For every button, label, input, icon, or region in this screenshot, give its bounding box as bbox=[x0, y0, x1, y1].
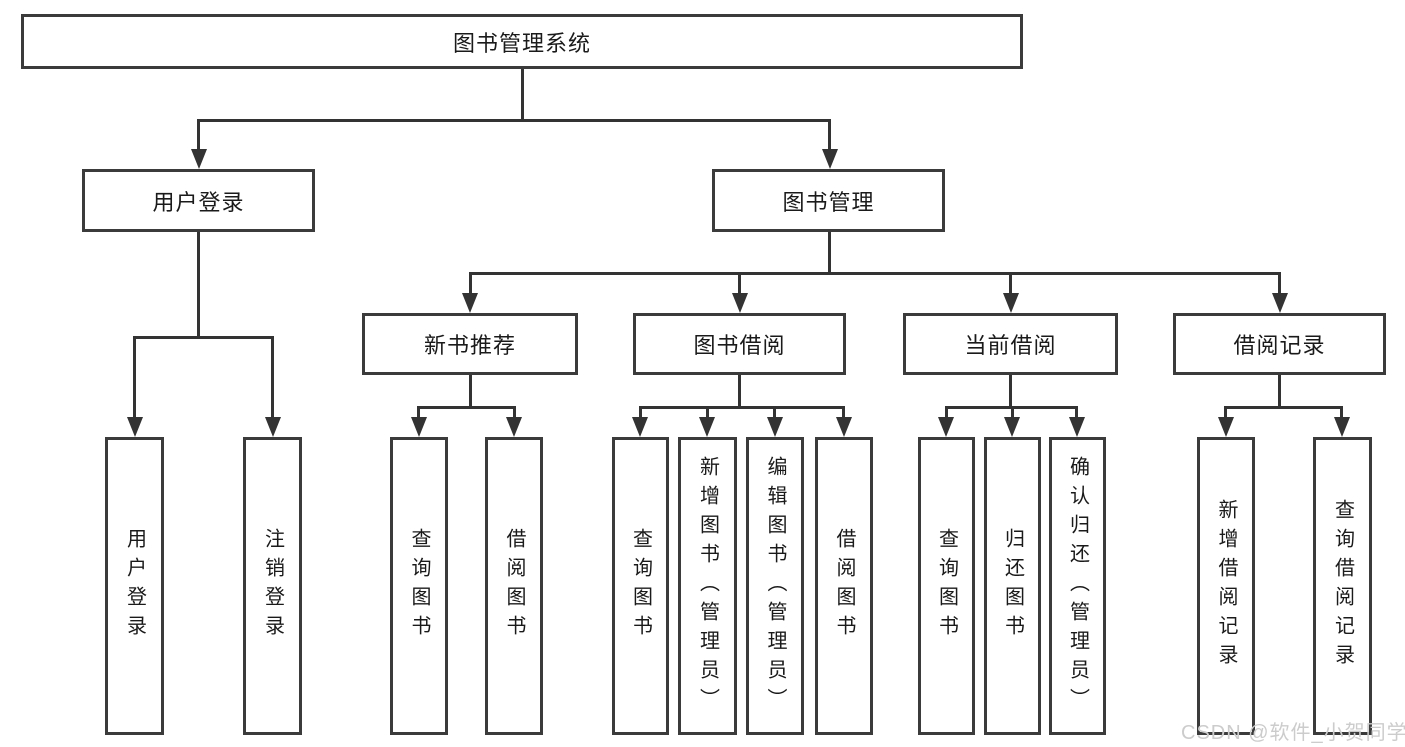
node-new-book-recommend: 新书推荐 bbox=[362, 313, 578, 375]
arrow-tail bbox=[828, 119, 831, 151]
arrow-tail bbox=[842, 406, 845, 419]
arrow-tail bbox=[271, 336, 274, 418]
arrow-head bbox=[1272, 293, 1288, 313]
arrow-head bbox=[732, 293, 748, 313]
branch-bar bbox=[417, 406, 516, 409]
node-root: 图书管理系统 bbox=[21, 14, 1023, 69]
csdn-watermark: CSDN @软件_小贺同学 bbox=[1181, 722, 1405, 744]
arrow-head bbox=[462, 293, 478, 313]
leaf-add-book-admin: 新增图书（管理员） bbox=[678, 437, 737, 735]
node-user-login: 用户登录 bbox=[82, 169, 315, 232]
branch-bar bbox=[469, 272, 1281, 275]
arrow-tail bbox=[945, 406, 948, 419]
leaf-newrec-query-book: 查询图书 bbox=[390, 437, 448, 735]
leaf-add-book-admin-label: 新增图书（管理员） bbox=[696, 455, 719, 717]
arrow-head bbox=[938, 417, 954, 437]
leaf-return-book: 归还图书 bbox=[984, 437, 1041, 735]
arrow-tail bbox=[1011, 406, 1014, 419]
arrow-head bbox=[1334, 417, 1350, 437]
leaf-logout: 注销登录 bbox=[243, 437, 302, 735]
arrow-head bbox=[1004, 417, 1020, 437]
node-borrow-record: 借阅记录 bbox=[1173, 313, 1386, 375]
node-book-management: 图书管理 bbox=[712, 169, 945, 232]
arrow-tail bbox=[133, 336, 136, 418]
arrow-head bbox=[1069, 417, 1085, 437]
leaf-confirm-return-admin-label: 确认归还（管理员） bbox=[1066, 455, 1089, 717]
arrow-tail bbox=[1009, 272, 1012, 294]
root-stem-line bbox=[521, 69, 524, 119]
arrow-tail bbox=[469, 272, 472, 294]
node-new-book-recommend-label: 新书推荐 bbox=[423, 333, 516, 358]
arrow-head bbox=[411, 417, 427, 437]
arrow-head bbox=[127, 417, 143, 437]
arrow-head bbox=[506, 417, 522, 437]
stem-line bbox=[828, 232, 831, 272]
branch-bar bbox=[639, 406, 844, 409]
arrow-tail bbox=[197, 119, 200, 151]
node-book-borrow: 图书借阅 bbox=[633, 313, 846, 375]
leaf-user-login-label: 用户登录 bbox=[123, 528, 146, 644]
leaf-confirm-return-admin: 确认归还（管理员） bbox=[1049, 437, 1106, 735]
leaf-query-borrow-record-label: 查询借阅记录 bbox=[1331, 499, 1354, 673]
leaf-newrec-borrow-book: 借阅图书 bbox=[485, 437, 543, 735]
stem-line bbox=[1009, 375, 1012, 406]
leaf-newrec-query-book-label: 查询图书 bbox=[408, 528, 430, 644]
leaf-current-query-book: 查询图书 bbox=[918, 437, 975, 735]
arrow-tail bbox=[773, 406, 776, 419]
node-user-login-label: 用户登录 bbox=[152, 189, 245, 215]
leaf-borrow-query-book: 查询图书 bbox=[612, 437, 669, 735]
arrow-head bbox=[822, 149, 838, 169]
arrow-head bbox=[265, 417, 281, 437]
arrow-head bbox=[1003, 293, 1019, 313]
node-current-borrow-label: 当前借阅 bbox=[964, 333, 1057, 358]
leaf-borrow-query-book-label: 查询图书 bbox=[629, 528, 652, 644]
branch-bar bbox=[133, 336, 274, 339]
arrow-tail bbox=[513, 406, 516, 419]
node-current-borrow: 当前借阅 bbox=[903, 313, 1118, 375]
stem-line bbox=[738, 375, 741, 406]
node-root-label: 图书管理系统 bbox=[452, 30, 591, 56]
arrow-head bbox=[767, 417, 783, 437]
arrow-tail bbox=[1278, 272, 1281, 294]
leaf-newrec-borrow-book-label: 借阅图书 bbox=[503, 528, 525, 644]
leaf-return-book-label: 归还图书 bbox=[1001, 528, 1024, 644]
stem-line bbox=[197, 232, 200, 336]
node-book-borrow-label: 图书借阅 bbox=[693, 333, 786, 358]
leaf-borrow-book: 借阅图书 bbox=[815, 437, 873, 735]
leaf-borrow-book-label: 借阅图书 bbox=[833, 528, 855, 644]
arrow-tail bbox=[738, 272, 741, 294]
arrow-tail bbox=[1340, 406, 1343, 419]
arrow-head bbox=[1218, 417, 1234, 437]
arrow-head bbox=[632, 417, 648, 437]
leaf-edit-book-admin: 编辑图书（管理员） bbox=[746, 437, 804, 735]
root-branch-bar bbox=[197, 119, 831, 122]
leaf-add-borrow-record-label: 新增借阅记录 bbox=[1215, 499, 1237, 673]
leaf-query-borrow-record: 查询借阅记录 bbox=[1313, 437, 1372, 735]
arrow-tail bbox=[639, 406, 642, 419]
branch-bar bbox=[1224, 406, 1343, 409]
arrow-tail bbox=[1224, 406, 1227, 419]
node-borrow-record-label: 借阅记录 bbox=[1233, 333, 1326, 358]
stem-line bbox=[1278, 375, 1281, 406]
stem-line bbox=[469, 375, 472, 406]
arrow-head bbox=[836, 417, 852, 437]
arrow-head bbox=[191, 149, 207, 169]
arrow-tail bbox=[417, 406, 420, 419]
leaf-current-query-book-label: 查询图书 bbox=[935, 528, 958, 644]
arrow-tail bbox=[1075, 406, 1078, 419]
arrow-tail bbox=[706, 406, 709, 419]
leaf-logout-label: 注销登录 bbox=[261, 528, 284, 644]
node-book-management-label: 图书管理 bbox=[782, 189, 875, 215]
leaf-add-borrow-record: 新增借阅记录 bbox=[1197, 437, 1255, 735]
leaf-edit-book-admin-label: 编辑图书（管理员） bbox=[764, 455, 786, 717]
arrow-head bbox=[699, 417, 715, 437]
leaf-user-login: 用户登录 bbox=[105, 437, 164, 735]
